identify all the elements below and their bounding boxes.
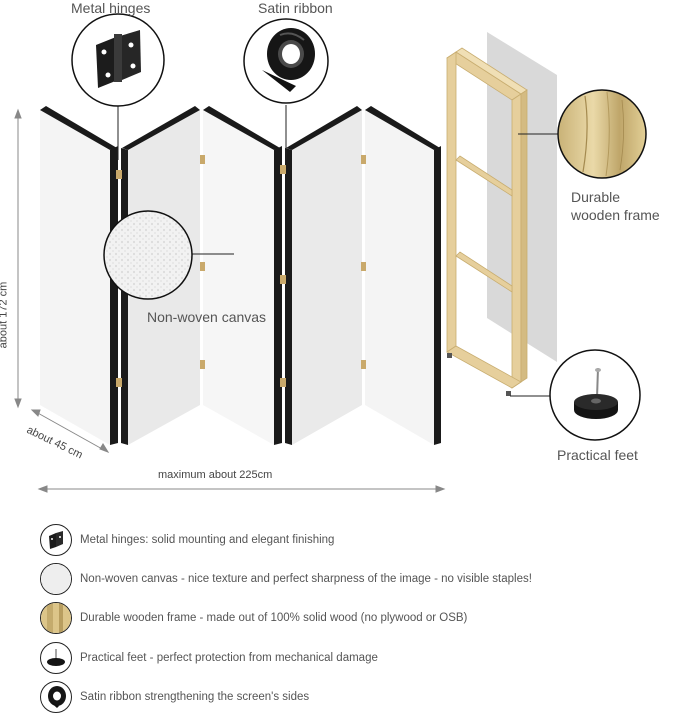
width-dimension-label: maximum about 225cm [158,469,273,481]
hinge-callout-circle [71,13,165,107]
feature-row-ribbon: Satin ribbon strengthening the screen's … [40,681,309,713]
folding-screen [40,106,441,445]
screen-panel [40,110,110,445]
wooden-frame [446,47,528,389]
ribbon-icon [262,28,315,92]
panel-edge [40,106,117,150]
panel-edge [365,106,440,150]
canvas-icon [40,563,72,595]
frame-label: Durable wooden frame [571,189,660,223]
screen-panel [365,110,434,445]
wood-icon [40,602,72,634]
hinges-label: Metal hinges [71,0,151,16]
foot-marker [447,353,452,358]
feature-text: Practical feet - perfect protection from… [80,652,378,664]
feature-text: Non-woven canvas - nice texture and perf… [80,573,532,585]
panel-edge [122,106,200,150]
ribbon-callout-circle [243,18,329,104]
wood-callout-circle [557,89,647,179]
hinge-icon [40,524,72,556]
foot-icon [40,642,72,674]
panel-edge [110,146,118,445]
ribbon-label: Satin ribbon [258,0,333,16]
screen-panel [203,110,274,445]
hinge-icon [96,30,141,88]
feet-callout-circle [549,349,641,441]
feature-text: Durable wooden frame - made out of 100% … [80,612,468,624]
feet-label: Practical feet [557,447,638,463]
canvas-callout-circle [103,210,193,300]
panel-edge [121,148,128,445]
panel-edge [286,106,362,150]
dimension-arrows [14,108,446,493]
feature-row-hinges: Metal hinges: solid mounting and elegant… [40,524,334,556]
panel-edge [434,146,441,445]
hinge-markers [116,155,366,387]
screen-panel [292,110,362,445]
callout-leaders [117,105,560,397]
feature-row-feet: Practical feet - perfect protection from… [40,642,378,674]
ribbon-icon [40,681,72,713]
panel-edge [285,148,292,445]
foot-marker [506,391,511,396]
feature-text: Satin ribbon strengthening the screen's … [80,691,310,703]
foot-icon [574,367,618,419]
canvas-label: Non-woven canvas [147,309,267,325]
feature-text: Metal hinges: solid mounting and elegant… [80,534,335,546]
feature-row-frame: Durable wooden frame - made out of 100% … [40,602,467,634]
exploded-frame [446,32,557,396]
panel-edge [274,146,282,445]
panel-edge [203,106,280,150]
height-dimension-label: about 172 cm [0,281,10,349]
feature-row-canvas: Non-woven canvas - nice texture and perf… [40,563,532,595]
